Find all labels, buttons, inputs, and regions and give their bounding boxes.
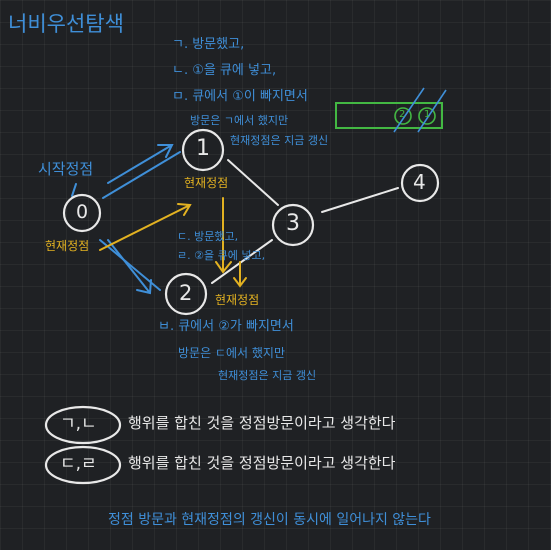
node-4-label: 4 bbox=[413, 170, 426, 194]
summary-text-1: 행위를 합친 것을 정점방문이라고 생각한다 bbox=[128, 414, 396, 432]
summary-tag-1: ㄱ,ㄴ bbox=[60, 414, 97, 434]
summary-tag-2: ㄷ,ㄹ bbox=[60, 454, 97, 474]
conclusion-text: 정점 방문과 현재정점의 갱신이 동시에 일어나지 않는다 bbox=[108, 512, 431, 528]
node-0-label: 0 bbox=[76, 201, 89, 223]
node-4-circle bbox=[400, 163, 440, 203]
edge-3-4 bbox=[321, 187, 399, 213]
arrow-start-to-2 bbox=[107, 239, 152, 295]
current-label-node-1: 현재정점 bbox=[184, 176, 229, 190]
page-title: 너비우선탐색 bbox=[8, 12, 124, 36]
current-label-node-0: 현재정점 bbox=[45, 239, 90, 253]
arrow-current-small bbox=[233, 261, 247, 288]
node-2-circle bbox=[164, 272, 208, 316]
node-0-circle bbox=[62, 193, 102, 233]
node-1-circle bbox=[181, 128, 225, 172]
node-1-label: 1 bbox=[196, 136, 210, 161]
start-vertex-label: 시작정점 bbox=[38, 160, 94, 178]
note-mid-2: ㄹ. ②을 큐에 넣고, bbox=[177, 249, 266, 262]
note-top-3: ㅁ. 큐에서 ①이 빠지면서 bbox=[172, 89, 308, 104]
note-bottom-2: 방문은 ㄷ에서 했지만 bbox=[178, 346, 285, 360]
queue-item-2: 1 bbox=[424, 109, 431, 120]
node-3-label: 3 bbox=[286, 211, 300, 236]
arrow-start-to-1 bbox=[107, 144, 174, 184]
current-label-node-2: 현재정점 bbox=[215, 293, 260, 307]
edge-0-1 bbox=[102, 151, 181, 199]
summary-tag-2-ellipse bbox=[44, 445, 122, 485]
node-3-circle bbox=[271, 203, 315, 247]
arrow-start-label-to-0 bbox=[71, 183, 77, 197]
note-bottom-3: 현재정점은 지금 갱신 bbox=[218, 369, 317, 382]
node-2-label: 2 bbox=[179, 281, 193, 305]
arrow-current-1-to-2 bbox=[215, 197, 232, 274]
queue-item-1: 2 bbox=[399, 109, 406, 120]
note-top-2: ㄴ. ①을 큐에 넣고, bbox=[172, 63, 277, 78]
note-top-4: 방문은 ㄱ에서 했지만 bbox=[190, 114, 289, 127]
queue-box bbox=[335, 87, 447, 133]
note-bottom-1: ㅂ. 큐에서 ②가 빠지면서 bbox=[158, 319, 294, 334]
note-top-5: 현재정점은 지금 갱신 bbox=[230, 134, 329, 147]
note-top-1: ㄱ. 방문했고, bbox=[172, 37, 245, 52]
summary-tag-1-ellipse bbox=[44, 405, 122, 445]
note-mid-1: ㄷ. 방문했고, bbox=[177, 230, 239, 243]
edge-2-3 bbox=[211, 239, 273, 284]
arrow-current-0-to-1 bbox=[99, 203, 192, 251]
edge-1-3 bbox=[227, 159, 279, 206]
summary-text-2: 행위를 합친 것을 정점방문이라고 생각한다 bbox=[128, 454, 396, 472]
